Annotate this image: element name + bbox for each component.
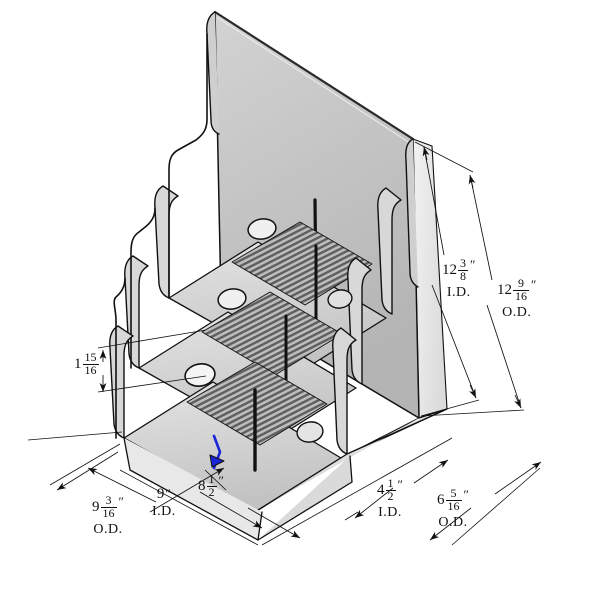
leader-height-od-lower xyxy=(486,304,522,409)
leader-height-id-lower xyxy=(431,284,477,399)
depth-id-unit: ″ xyxy=(397,477,403,492)
height-id-fraction: 3 8 xyxy=(458,256,468,283)
pocket-width-unit: ″ xyxy=(218,473,224,488)
finger-hole-tier-2 xyxy=(217,288,247,310)
dimension-pocket-width: 8 1 2 ″ xyxy=(198,472,224,499)
pocket-width-whole: 8 xyxy=(198,477,206,494)
finger-hole-tier-3 xyxy=(184,363,216,387)
width-od-unit: ″ xyxy=(118,494,124,509)
height-od-fraction: 9 16 xyxy=(513,276,529,303)
leader-height-id-upper xyxy=(423,146,445,256)
dimension-depth-od: 6 5 16 ″ O.D. xyxy=(437,486,469,530)
height-id-whole: 12 xyxy=(442,261,457,278)
dimension-height-od: 12 9 16 ″ O.D. xyxy=(497,276,537,320)
leader-width-od xyxy=(56,451,119,491)
width-od-fraction: 3 16 xyxy=(100,493,117,520)
depth-id-whole: 4 xyxy=(377,481,385,498)
height-id-unit: ″ xyxy=(470,257,476,272)
leader-width-id-a xyxy=(87,467,157,503)
dimension-pocket-lip-height: 1 15 16 ″ xyxy=(74,350,106,377)
base-foot xyxy=(123,408,448,541)
depth-od-fraction: 5 16 xyxy=(445,486,462,513)
width-od-whole: 9 xyxy=(92,498,100,515)
height-id-qualifier: I.D. xyxy=(446,284,471,300)
height-od-unit: ″ xyxy=(531,277,537,292)
height-od-qualifier: O.D. xyxy=(502,304,532,320)
width-od-qualifier: O.D. xyxy=(93,521,123,537)
finger-hole-tier-2-right xyxy=(327,289,353,309)
lip-height-whole: 1 xyxy=(74,355,82,372)
finger-hole-tier-1 xyxy=(247,218,277,240)
lip-height-unit: ″ xyxy=(100,351,106,366)
depth-id-fraction: 1 2 xyxy=(385,476,396,503)
depth-id-qualifier: I.D. xyxy=(378,504,402,520)
height-od-whole: 12 xyxy=(497,281,512,298)
depth-od-unit: ″ xyxy=(463,487,469,502)
width-id-unit: ″ xyxy=(165,486,171,501)
width-id-whole: 9 xyxy=(156,486,165,502)
dimension-height-id: 12 3 8 ″ I.D. xyxy=(442,256,476,300)
pocket-width-fraction: 1 2 xyxy=(206,472,217,499)
finger-hole-tier-3-right xyxy=(296,421,324,443)
width-id-qualifier: I.D. xyxy=(152,504,176,519)
leader-height-od-upper xyxy=(469,174,493,281)
dimension-lines xyxy=(27,141,542,546)
depth-od-whole: 6 xyxy=(437,491,445,508)
dimension-width-od: 9 3 16 ″ O.D. xyxy=(92,493,124,537)
selection-marker xyxy=(209,434,225,470)
dimension-width-id: 9 ″ I.D. xyxy=(152,487,176,519)
lip-height-fraction: 15 16 xyxy=(82,350,99,377)
tier-3-pocket xyxy=(109,277,357,513)
dimension-depth-id: 4 1 2 ″ I.D. xyxy=(377,476,403,520)
depth-od-qualifier: O.D. xyxy=(438,514,468,530)
